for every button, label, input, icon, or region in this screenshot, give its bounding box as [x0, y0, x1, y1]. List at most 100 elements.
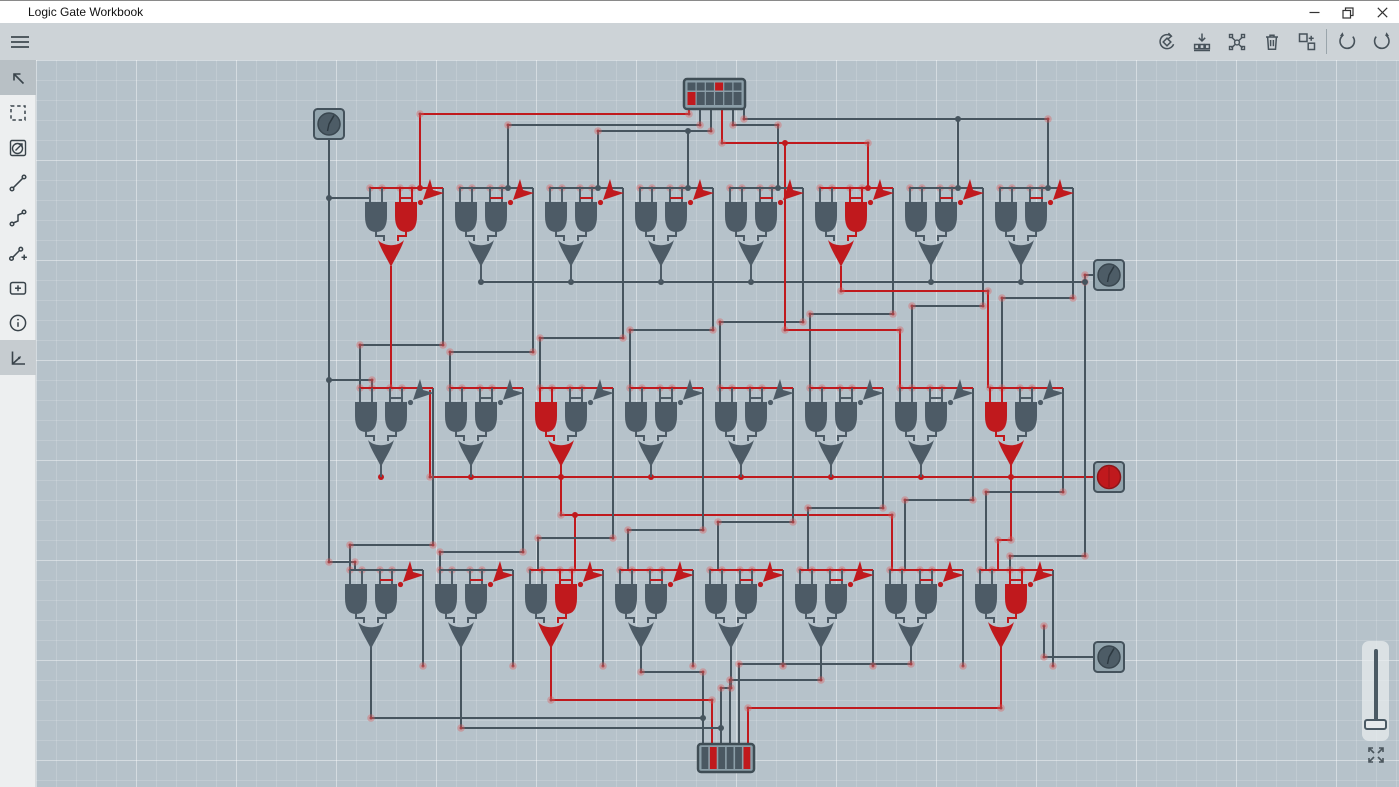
and-gate[interactable] — [815, 202, 837, 232]
gate-cluster[interactable] — [455, 179, 534, 282]
not-gate[interactable] — [763, 561, 784, 582]
gate-cluster[interactable] — [535, 379, 614, 477]
gate-cluster[interactable] — [615, 561, 694, 650]
and-gate[interactable] — [895, 402, 917, 432]
and-gate[interactable] — [975, 584, 997, 614]
and-gate[interactable] — [395, 202, 417, 232]
or-gate[interactable] — [548, 440, 574, 467]
and-gate[interactable] — [535, 402, 557, 432]
or-gate[interactable] — [908, 440, 934, 467]
and-gate[interactable] — [905, 202, 927, 232]
tool-wire-bent[interactable] — [0, 200, 36, 235]
gate-cluster[interactable] — [805, 379, 884, 477]
and-gate[interactable] — [635, 202, 657, 232]
or-gate[interactable] — [458, 440, 484, 467]
not-gate[interactable] — [673, 561, 694, 582]
restore-button[interactable] — [1331, 1, 1365, 24]
delete-button[interactable] — [1256, 26, 1288, 57]
and-gate[interactable] — [525, 584, 547, 614]
and-gate[interactable] — [475, 402, 497, 432]
gate-cluster[interactable] — [885, 561, 964, 650]
not-gate[interactable] — [1043, 379, 1064, 400]
input-switch-panel[interactable] — [682, 77, 747, 111]
zoom-slider-track[interactable] — [1374, 649, 1378, 729]
not-gate[interactable] — [863, 379, 884, 400]
and-gate[interactable] — [555, 584, 577, 614]
and-gate[interactable] — [665, 202, 687, 232]
and-gate[interactable] — [565, 402, 587, 432]
and-gate[interactable] — [805, 402, 827, 432]
and-gate[interactable] — [725, 202, 747, 232]
and-gate[interactable] — [915, 584, 937, 614]
or-gate[interactable] — [538, 622, 564, 649]
and-gate[interactable] — [715, 402, 737, 432]
gate-cluster[interactable] — [985, 379, 1064, 477]
not-gate[interactable] — [873, 179, 894, 200]
and-gate[interactable] — [385, 402, 407, 432]
duplicate-add-button[interactable] — [1291, 26, 1323, 57]
or-gate[interactable] — [918, 240, 944, 267]
or-gate[interactable] — [808, 622, 834, 649]
clock-input[interactable] — [1093, 259, 1125, 291]
and-gate[interactable] — [825, 584, 847, 614]
import-parts-button[interactable] — [1186, 26, 1218, 57]
or-gate[interactable] — [638, 440, 664, 467]
reset-rotate-button[interactable] — [1151, 26, 1183, 57]
and-gate[interactable] — [615, 584, 637, 614]
gate-cluster[interactable] — [815, 179, 894, 267]
tool-info[interactable] — [0, 305, 36, 340]
and-gate[interactable] — [985, 402, 1007, 432]
not-gate[interactable] — [413, 379, 434, 400]
and-gate[interactable] — [355, 402, 377, 432]
tool-measure-angle[interactable] — [0, 340, 36, 375]
and-gate[interactable] — [885, 584, 907, 614]
gate-cluster[interactable] — [545, 179, 624, 282]
and-gate[interactable] — [845, 202, 867, 232]
close-button[interactable] — [1365, 1, 1399, 24]
and-gate[interactable] — [995, 202, 1017, 232]
and-gate[interactable] — [795, 584, 817, 614]
gate-cluster[interactable] — [365, 179, 444, 267]
or-gate[interactable] — [1008, 240, 1034, 267]
minimize-button[interactable] — [1297, 1, 1331, 24]
or-gate[interactable] — [448, 622, 474, 649]
gate-cluster[interactable] — [345, 561, 424, 650]
gate-cluster[interactable] — [725, 179, 804, 282]
not-gate[interactable] — [693, 179, 714, 200]
tool-wire-straight[interactable] — [0, 165, 36, 200]
not-gate[interactable] — [403, 561, 424, 582]
redo-button[interactable] — [1366, 26, 1398, 57]
tool-select-pointer[interactable] — [0, 60, 36, 95]
and-gate[interactable] — [755, 202, 777, 232]
or-gate[interactable] — [988, 622, 1014, 649]
and-gate[interactable] — [645, 584, 667, 614]
gate-cluster[interactable] — [705, 561, 784, 650]
and-gate[interactable] — [375, 584, 397, 614]
clock-input[interactable] — [313, 108, 345, 140]
gate-cluster[interactable] — [715, 379, 794, 477]
or-gate[interactable] — [728, 440, 754, 467]
tool-pan-view[interactable] — [0, 130, 36, 165]
not-gate[interactable] — [953, 379, 974, 400]
gate-cluster[interactable] — [355, 379, 434, 477]
not-gate[interactable] — [603, 179, 624, 200]
gate-cluster[interactable] — [795, 561, 874, 650]
not-gate[interactable] — [1053, 179, 1074, 200]
not-gate[interactable] — [593, 379, 614, 400]
move-component-button[interactable] — [1221, 26, 1253, 57]
or-gate[interactable] — [468, 240, 494, 267]
or-gate[interactable] — [368, 440, 394, 467]
and-gate[interactable] — [345, 584, 367, 614]
and-gate[interactable] — [455, 202, 477, 232]
not-gate[interactable] — [503, 379, 524, 400]
tool-marquee-select[interactable] — [0, 95, 36, 130]
tool-add-component[interactable] — [0, 270, 36, 305]
gate-cluster[interactable] — [625, 379, 704, 477]
zoom-slider-handle[interactable] — [1364, 719, 1387, 730]
gate-cluster[interactable] — [905, 179, 984, 282]
fit-to-screen-button[interactable] — [1366, 745, 1386, 765]
not-gate[interactable] — [773, 379, 794, 400]
and-gate[interactable] — [365, 202, 387, 232]
gate-cluster[interactable] — [435, 561, 514, 650]
or-gate[interactable] — [558, 240, 584, 267]
